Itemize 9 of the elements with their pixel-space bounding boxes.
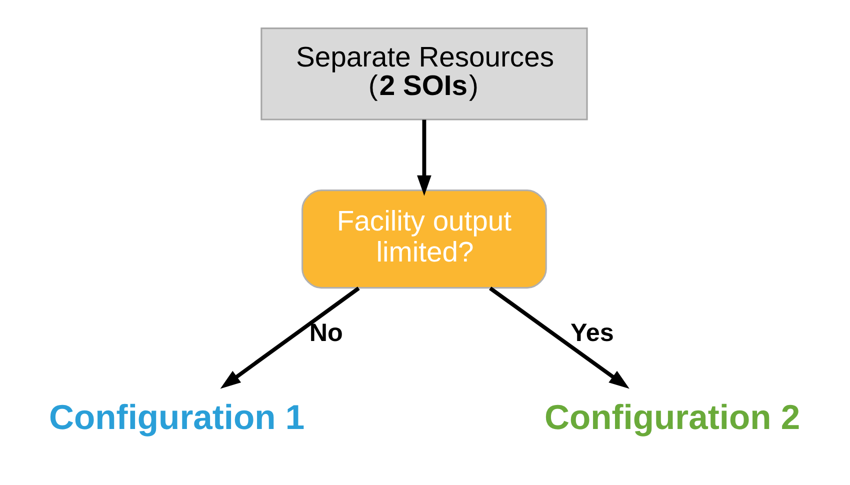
arrow	[220, 286, 360, 388]
node-box: Facility output limited?	[302, 189, 547, 288]
node-text: Configuration 1	[49, 398, 305, 436]
arrow	[417, 119, 432, 196]
arrow	[489, 286, 630, 388]
node-text: Configuration 2	[544, 398, 800, 436]
edge-label: Yes	[570, 318, 614, 346]
node-box: Separate Resources (2 SOIs)	[260, 27, 588, 120]
edge-label: No	[309, 318, 343, 346]
